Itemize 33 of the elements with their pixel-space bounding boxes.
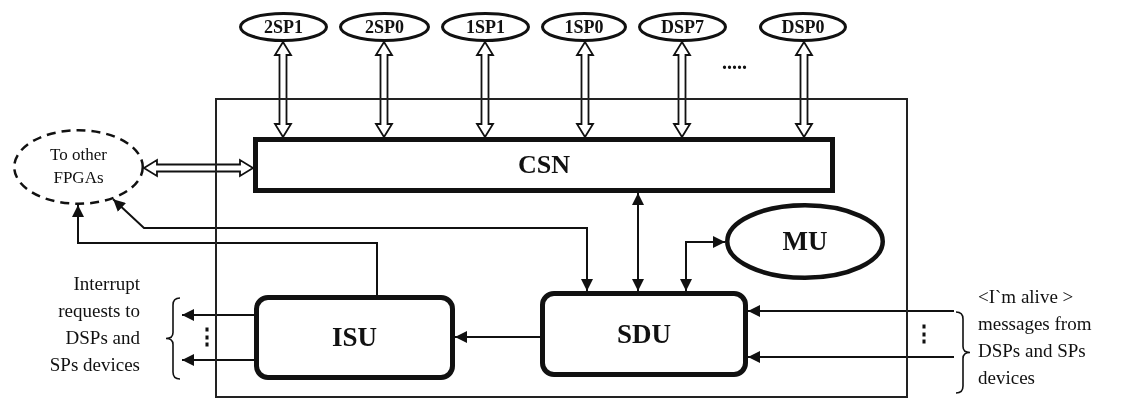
unit-ellipse: MU bbox=[725, 203, 885, 280]
arrow bbox=[181, 354, 255, 366]
double-arrow bbox=[142, 158, 255, 178]
external-ellipse: To other FPGAs bbox=[13, 129, 144, 205]
port-ellipse: 1SP0 bbox=[541, 12, 627, 42]
double-arrow bbox=[475, 40, 495, 139]
double-arrow bbox=[672, 40, 692, 139]
unit-box: ISU bbox=[254, 295, 455, 380]
port-ellipse: DSP7 bbox=[638, 12, 727, 42]
double-arrow bbox=[273, 40, 293, 139]
arrow bbox=[680, 236, 726, 292]
port-ellipse: DSP0 bbox=[759, 12, 847, 42]
port-ellipse: 1SP1 bbox=[441, 12, 530, 42]
double-arrow bbox=[794, 40, 814, 139]
ellipsis-mark: ..... bbox=[722, 52, 747, 72]
port-ellipse: 2SP1 bbox=[239, 12, 328, 42]
arrow bbox=[72, 204, 378, 296]
switch-network-box: CSN bbox=[253, 137, 835, 193]
double-arrow bbox=[575, 40, 595, 139]
arrow bbox=[454, 331, 541, 343]
arrow bbox=[632, 192, 644, 292]
arrow bbox=[181, 309, 255, 321]
arrow bbox=[747, 351, 955, 363]
note-text: Interrupt requests to DSPs and SPs devices bbox=[48, 272, 140, 377]
port-ellipse: 2SP0 bbox=[339, 12, 430, 42]
ellipsis-mark: ⋮ bbox=[913, 323, 935, 345]
ellipsis-mark: ⋮ bbox=[196, 326, 218, 348]
double-arrow bbox=[374, 40, 394, 139]
arrow bbox=[747, 305, 955, 317]
arrow bbox=[112, 198, 593, 292]
unit-box: SDU bbox=[540, 291, 748, 377]
module-boundary bbox=[215, 98, 908, 398]
note-text: <I`m alive > messages from DSPs and SPs devices bbox=[978, 285, 1093, 390]
